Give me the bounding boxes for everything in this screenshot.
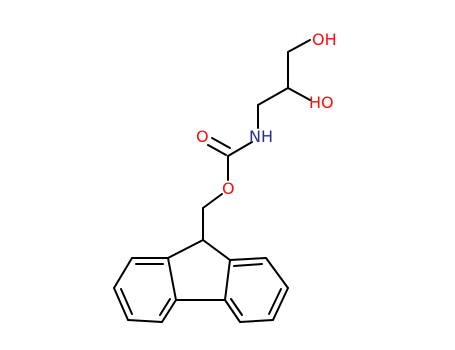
bond-ch-to-ch2 [257,87,289,106]
atom-label-oh-middle: HO [309,93,334,112]
bond-c9-to-left-ring [167,239,204,259]
atom-labels: OH HO NH O O [196,30,337,198]
bond-right-ring-5-inner [230,298,243,316]
bond-right-ring-4 [239,319,274,323]
bond-right-ring-2 [265,257,289,289]
bond-left-ring-4 [127,319,163,323]
bond-c9-to-right-ring [202,239,231,261]
bond-ring-junction-left [167,257,177,301]
atom-label-ester-oxygen: O [222,179,235,198]
bond-right-ring-1-inner [233,263,263,267]
atom-label-oh-top: OH [312,30,337,49]
bond-left-ring-5 [161,299,177,323]
atom-label-carbonyl-oxygen: O [196,127,209,146]
bond-ch-to-oh [287,87,311,101]
bond-carbonyl-double-b [211,137,231,149]
bond-left-ring-5-inner [159,298,171,316]
bond-left-ring-3-inner [120,288,133,315]
bonds [113,39,311,323]
bond-right-ring-5 [224,299,241,323]
bond-right-ring-1 [229,257,267,261]
bond-left-ring-2 [113,257,133,289]
atom-label-nh: NH [249,127,273,146]
bond-ring-junction-right [224,259,231,301]
bond-carbonyl-double-a [207,144,227,156]
bond-ester-o-to-ch2 [202,193,223,209]
bond-right-ring-3 [272,287,289,321]
bond-ch2oh-to-oh [287,39,311,53]
bond-nh-to-carbonyl-c [227,141,253,157]
bond-right-ring-3-inner [268,288,282,315]
bond-left-ring-3 [113,287,129,321]
